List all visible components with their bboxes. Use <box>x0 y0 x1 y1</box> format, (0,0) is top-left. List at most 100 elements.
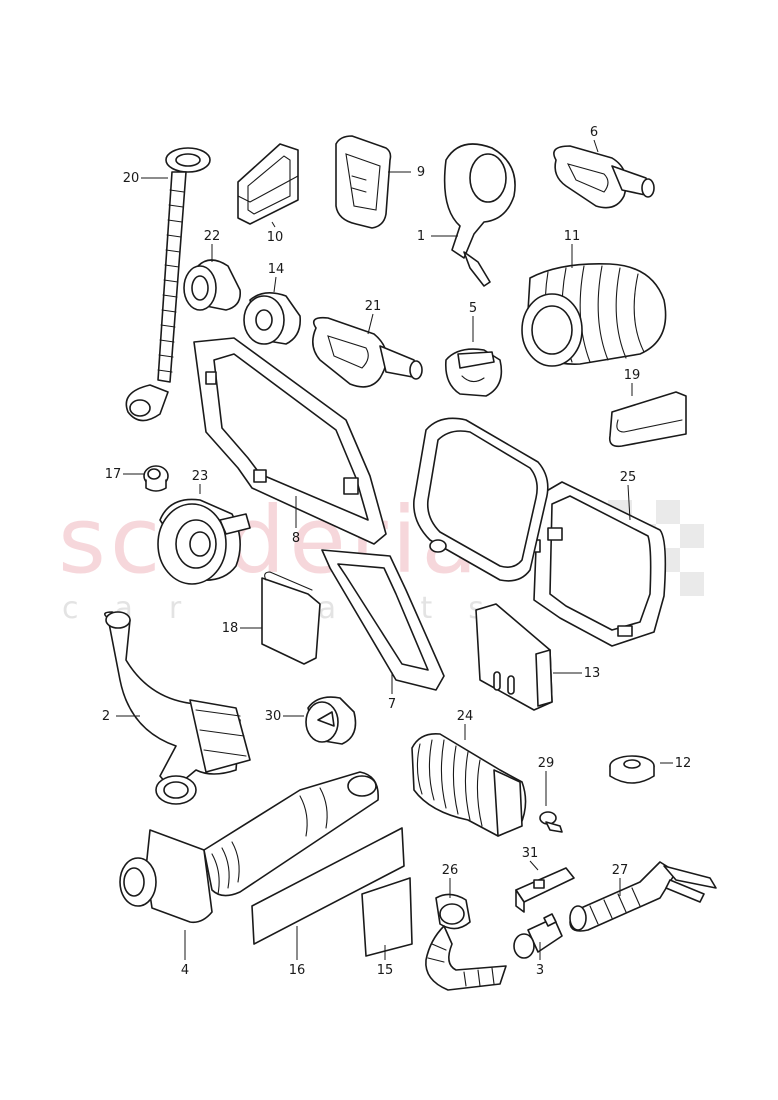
callout-number: 23 <box>192 469 209 484</box>
part-12-small-ring <box>609 755 655 784</box>
callout-number: 31 <box>522 846 539 861</box>
part-15-pad <box>361 877 413 957</box>
callout-number: 26 <box>442 863 459 878</box>
callout-number: 14 <box>268 262 285 277</box>
callout-2: 2 <box>102 709 140 724</box>
callout-number: 4 <box>181 963 189 978</box>
callout-number: 17 <box>105 467 122 482</box>
callout-number: 2 <box>102 709 110 724</box>
callout-10: 10 <box>267 221 284 245</box>
callout-16: 16 <box>289 926 306 978</box>
callout-number: 13 <box>584 666 601 681</box>
callout-25: 25 <box>620 470 637 521</box>
part-22-grommet <box>183 259 242 311</box>
part-housing-cover <box>413 417 549 582</box>
callout-5: 5 <box>469 301 477 342</box>
callout-8: 8 <box>292 496 300 546</box>
callout-18: 18 <box>222 621 262 636</box>
callout-13: 13 <box>553 666 600 681</box>
part-3-plug-connector <box>513 913 563 959</box>
callout-number: 7 <box>388 697 396 712</box>
callout-number: 19 <box>624 368 641 383</box>
leader-line <box>529 860 539 871</box>
callout-20: 20 <box>123 171 168 186</box>
callout-number: 1 <box>417 229 425 244</box>
callout-number: 21 <box>365 299 382 314</box>
callout-number: 18 <box>222 621 239 636</box>
leader-line <box>627 484 631 521</box>
part-6-oval-grommet <box>553 145 655 209</box>
callout-23: 23 <box>192 469 209 494</box>
callout-number: 8 <box>292 531 300 546</box>
part-21-oval-grommet <box>312 316 423 388</box>
part-24-bellows-duct <box>411 732 527 837</box>
part-16-strip <box>251 827 405 945</box>
callout-9: 9 <box>388 165 425 180</box>
callout-number: 12 <box>675 756 692 771</box>
part-27-cable-sleeve <box>569 861 717 932</box>
part-26-harness <box>425 893 507 991</box>
callout-number: 29 <box>538 756 555 771</box>
callout-21: 21 <box>365 299 382 335</box>
part-17-plug <box>143 465 169 492</box>
callout-30: 30 <box>265 709 304 724</box>
part-5-clip-grommet <box>444 348 503 397</box>
callout-number: 5 <box>469 301 477 316</box>
callout-26: 26 <box>442 863 459 898</box>
callout-number: 15 <box>377 963 394 978</box>
callout-12: 12 <box>660 756 691 771</box>
callout-31: 31 <box>522 846 539 871</box>
part-30-slotted-grommet <box>305 696 357 745</box>
callout-number: 30 <box>265 709 282 724</box>
callout-29: 29 <box>538 756 555 806</box>
part-19-edge-protector <box>608 391 687 448</box>
part-13-block <box>475 603 553 711</box>
part-1-boot-with-lead <box>443 143 516 287</box>
part-11-bellows <box>521 262 667 367</box>
part-2-bent-duct <box>104 611 251 805</box>
part-25-frame-seal <box>529 481 667 647</box>
part-10-rectangular-seal <box>237 143 299 225</box>
callout-number: 27 <box>612 863 629 878</box>
callout-1: 1 <box>417 229 458 244</box>
callout-19: 19 <box>624 368 641 396</box>
watermark-brand: scuderia <box>58 487 482 594</box>
callout-17: 17 <box>105 467 145 482</box>
callout-number: 22 <box>204 229 221 244</box>
callout-number: 10 <box>267 230 284 245</box>
callout-24: 24 <box>457 709 474 740</box>
callout-number: 20 <box>123 171 140 186</box>
part-9-cover-plate <box>335 135 392 229</box>
callout-number: 3 <box>536 963 544 978</box>
callout-3: 3 <box>536 942 544 978</box>
callout-27: 27 <box>612 863 629 896</box>
callout-14: 14 <box>268 262 285 293</box>
part-7-small-frame <box>321 549 445 691</box>
part-8-frame-seal <box>193 337 387 545</box>
callout-number: 24 <box>457 709 474 724</box>
part-29-clip <box>539 811 563 833</box>
callout-number: 25 <box>620 470 637 485</box>
leader-line <box>593 139 599 153</box>
leader-line <box>273 276 277 293</box>
part-23-large-grommet <box>157 498 251 585</box>
callout-number: 11 <box>564 229 581 244</box>
leader-line <box>367 313 374 335</box>
callout-11: 11 <box>564 229 581 268</box>
part-18-flat-pad <box>261 571 321 665</box>
part-20-corrugated-hose <box>125 147 211 422</box>
callout-4: 4 <box>181 930 189 978</box>
callout-6: 6 <box>590 125 599 153</box>
callout-15: 15 <box>377 945 394 978</box>
callout-number: 9 <box>417 165 425 180</box>
part-4-long-duct <box>119 771 379 924</box>
part-31-connector <box>515 867 575 913</box>
part-14-ring-grommet <box>243 292 302 345</box>
callout-number: 6 <box>590 125 598 140</box>
callout-number: 16 <box>289 963 306 978</box>
callout-7: 7 <box>388 672 396 712</box>
callout-22: 22 <box>204 229 221 262</box>
leader-line <box>271 221 276 228</box>
